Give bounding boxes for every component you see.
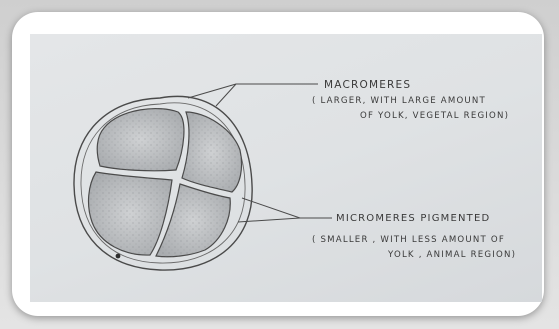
pigment-dot — [116, 254, 121, 259]
micromeres-desc-line2: YOLK , ANIMAL REGION) — [387, 250, 516, 260]
macromeres-desc-line2: OF YOLK, VEGETAL REGION) — [360, 111, 509, 121]
micromere-cell-left-stipple — [89, 172, 172, 255]
macromeres-desc-line1: ( LARGER, WITH LARGE AMOUNT — [312, 96, 486, 106]
macromere-cell-right-stipple — [182, 112, 242, 192]
macromeres-leader-a — [188, 84, 236, 98]
macromere-cell-left-stipple — [97, 109, 184, 171]
micromeres-desc-line1: ( SMALLER , WITH LESS AMOUNT OF — [312, 235, 505, 245]
micromeres-title: MICROMERES PIGMENTED — [336, 213, 490, 224]
macromeres-title: MACROMERES — [324, 79, 411, 91]
